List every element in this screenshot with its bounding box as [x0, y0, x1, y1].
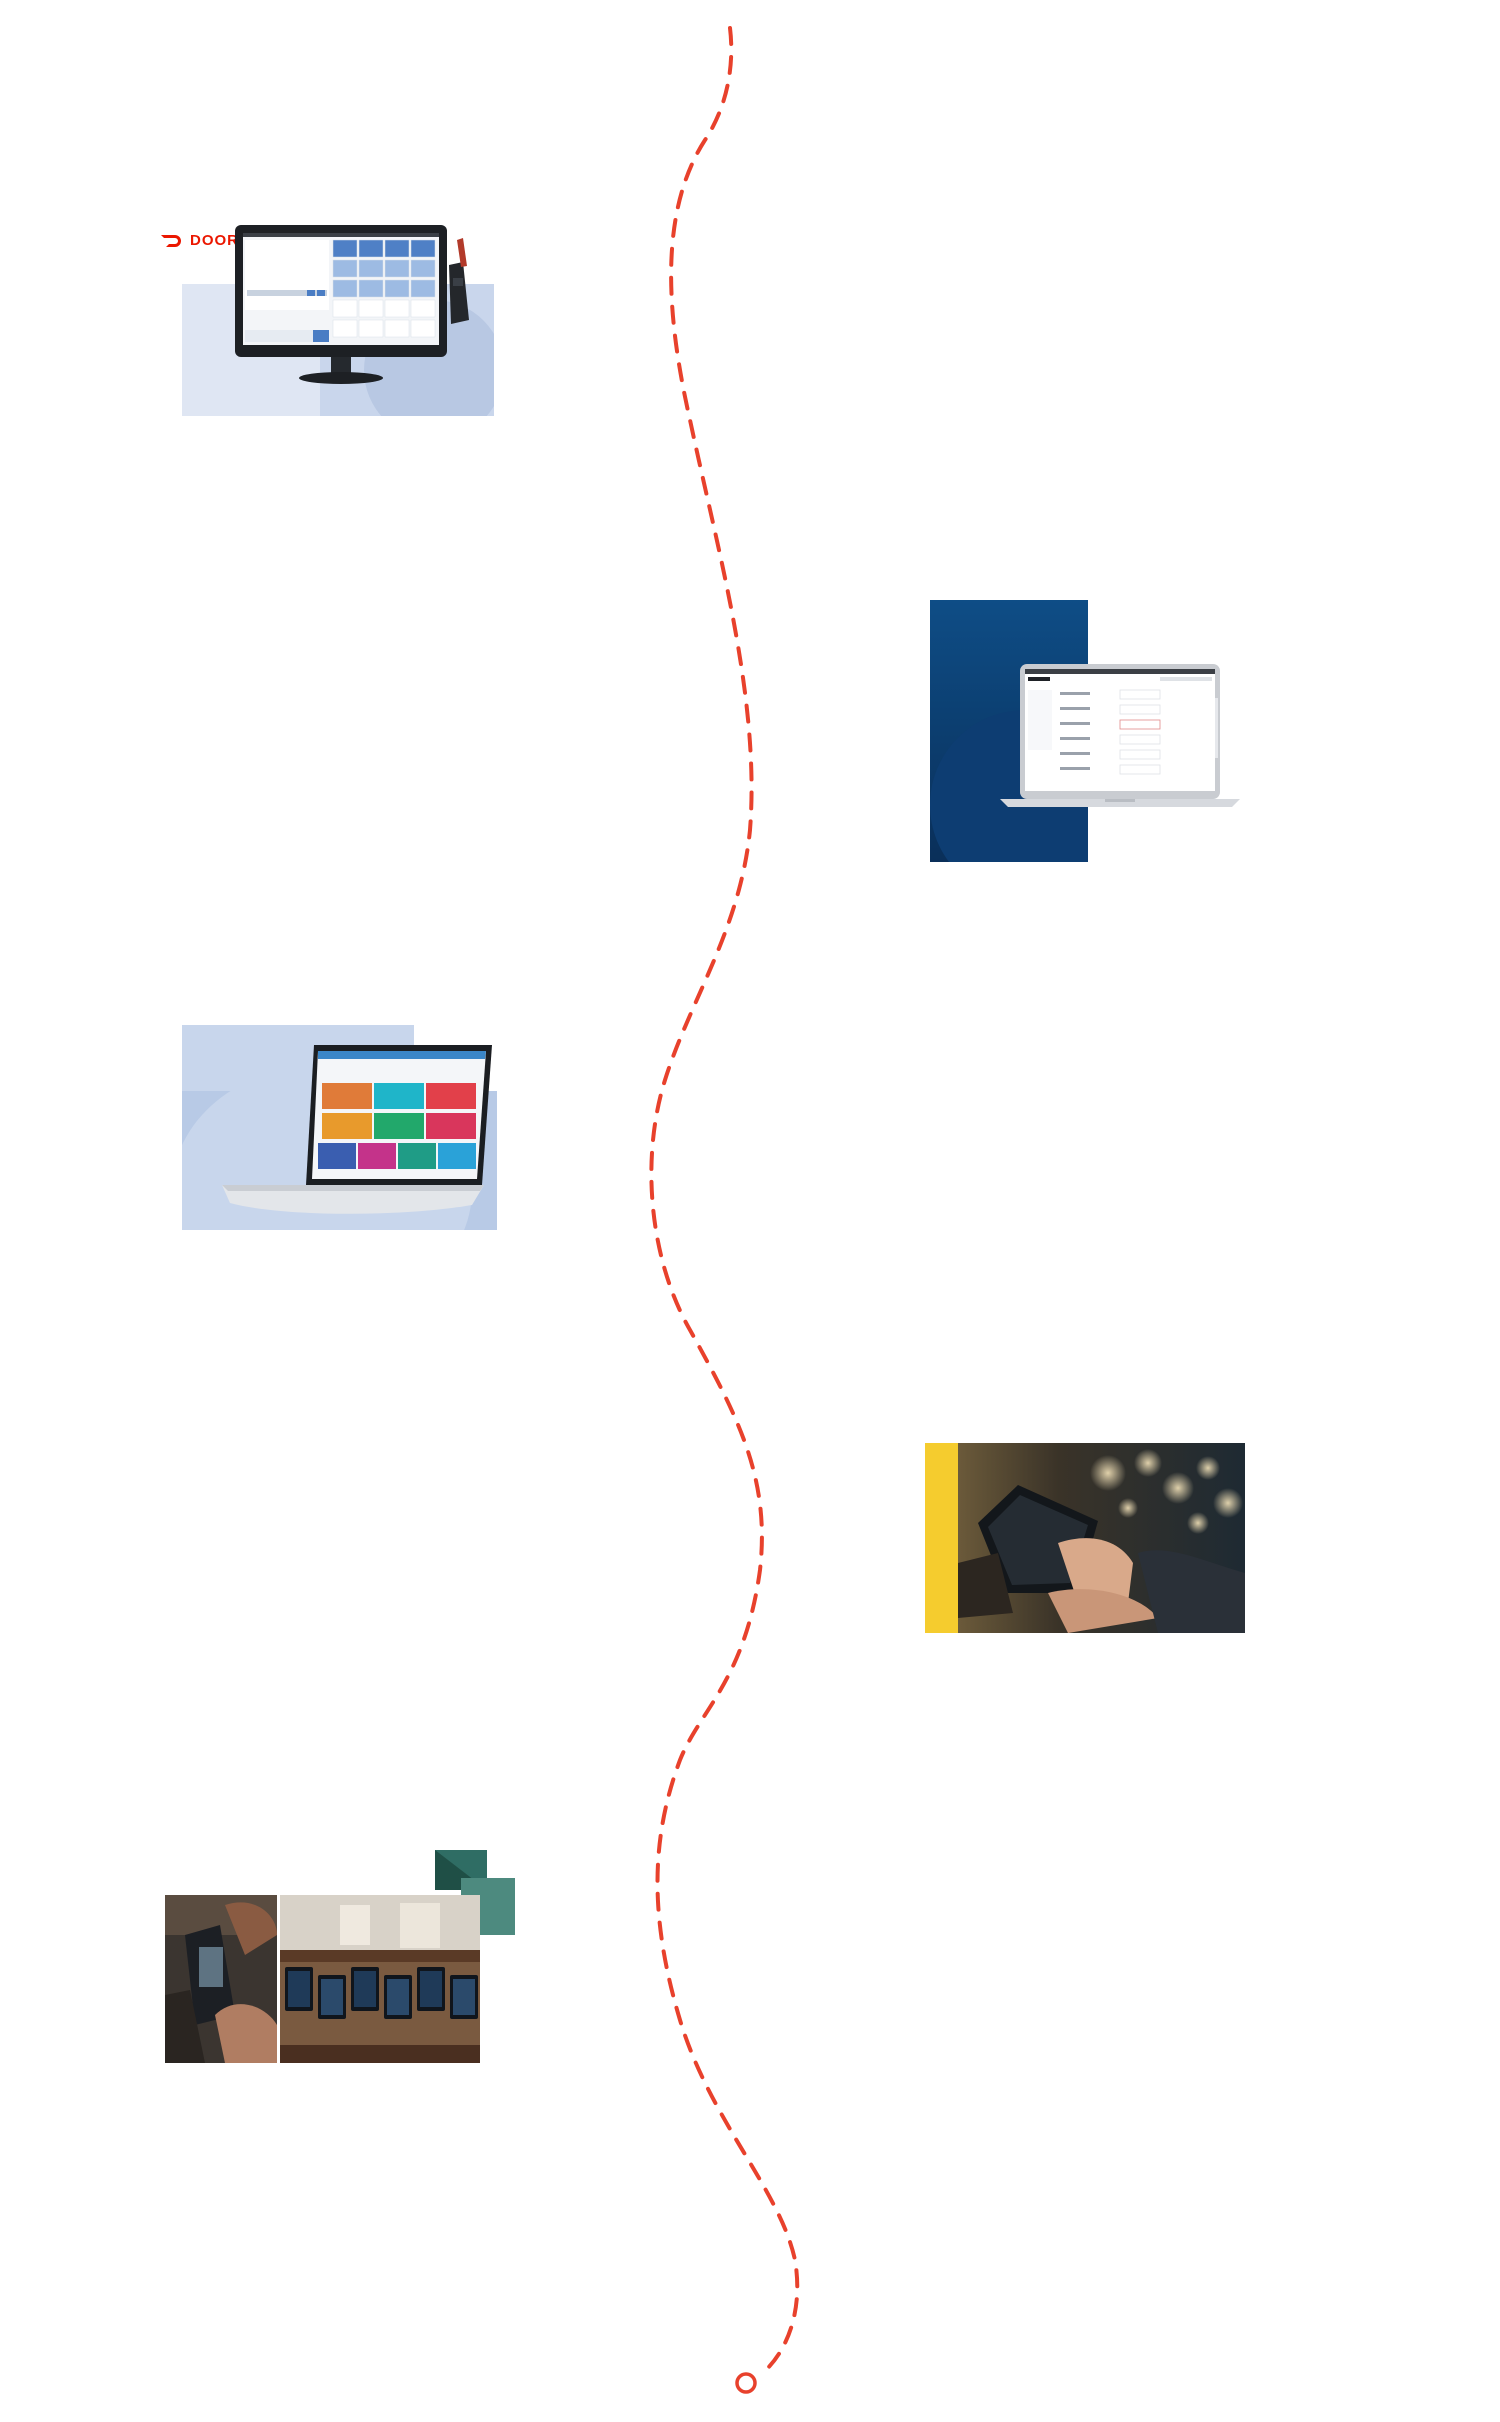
dashboard-tile [318, 1143, 356, 1169]
card-laptop-settings [930, 600, 1250, 865]
dashboard-tile [398, 1143, 436, 1169]
pos-grid-button [384, 279, 410, 298]
dashboard-tile [426, 1113, 476, 1139]
pos-grid-button [410, 279, 436, 298]
bokeh-light [1187, 1512, 1209, 1534]
card-restaurant-kiosks [165, 1850, 515, 2065]
kiosk-screen-display [321, 1979, 343, 2015]
kiosk-screen-display [453, 1979, 475, 2015]
touchscreen-photo-image [958, 1443, 1245, 1633]
pos-grid-button [358, 259, 384, 278]
settings-row-label [1060, 722, 1090, 725]
bokeh-light [1118, 1498, 1138, 1518]
pos-grid-button [384, 299, 410, 318]
kiosk-screen-display [387, 1979, 409, 2015]
card-laptop-dashboard [182, 1025, 497, 1230]
pos-grid-button [384, 239, 410, 258]
pos-grid-button [332, 239, 358, 258]
pos-grid-button [332, 259, 358, 278]
pos-grid-button [384, 259, 410, 278]
yellow-accent-bar [925, 1443, 963, 1633]
settings-row-label [1060, 752, 1090, 755]
dashboard-tile [358, 1143, 396, 1169]
pos-grid-button [384, 319, 410, 338]
dashboard-tile [322, 1083, 372, 1109]
pos-grid-button [410, 299, 436, 318]
settings-row-label [1060, 737, 1090, 740]
settings-row-label [1060, 707, 1090, 710]
dashboard-tile [374, 1113, 424, 1139]
pos-grid-button [332, 279, 358, 298]
laptop-settings-illustration [1000, 664, 1240, 807]
timeline-end-marker [735, 2372, 757, 2394]
bokeh-light [1213, 1488, 1243, 1518]
pos-grid-button [332, 319, 358, 338]
pos-monitor-illustration [235, 225, 469, 384]
pos-grid-button [358, 239, 384, 258]
pos-grid-button [410, 319, 436, 338]
settings-row-field [1119, 749, 1161, 760]
settings-row-field [1119, 704, 1161, 715]
kiosk-screen-display [288, 1971, 310, 2007]
dashboard-tile [322, 1113, 372, 1139]
kiosk-photo-right [280, 1895, 480, 2063]
settings-row-label [1060, 767, 1090, 770]
bokeh-light [1134, 1449, 1162, 1477]
pos-grid-button [332, 299, 358, 318]
backdrop-panel [930, 600, 1088, 862]
pos-grid-button [358, 299, 384, 318]
settings-row-field [1119, 764, 1161, 775]
card-touchscreen-photo [925, 1443, 1245, 1633]
laptop-dashboard-illustration [222, 1045, 492, 1214]
kiosk-photo-left [165, 1895, 277, 2063]
dashboard-tile [438, 1143, 476, 1169]
pos-grid-button [358, 319, 384, 338]
doordash-logo-icon [160, 233, 184, 247]
bokeh-light [1196, 1456, 1220, 1480]
pos-grid-button [410, 239, 436, 258]
pos-grid-button [410, 259, 436, 278]
settings-row-field [1119, 734, 1161, 745]
kiosk-screen-display [354, 1971, 376, 2007]
dashboard-tile [374, 1083, 424, 1109]
card-pos-terminal: DOORDASH [150, 220, 500, 420]
settings-row-field [1119, 689, 1161, 700]
dashboard-tile [426, 1083, 476, 1109]
pos-grid-button [358, 279, 384, 298]
bokeh-light [1162, 1472, 1194, 1504]
bokeh-light [1090, 1455, 1126, 1491]
settings-row-field [1119, 719, 1161, 730]
kiosk-screen-display [420, 1971, 442, 2007]
settings-row-label [1060, 692, 1090, 695]
